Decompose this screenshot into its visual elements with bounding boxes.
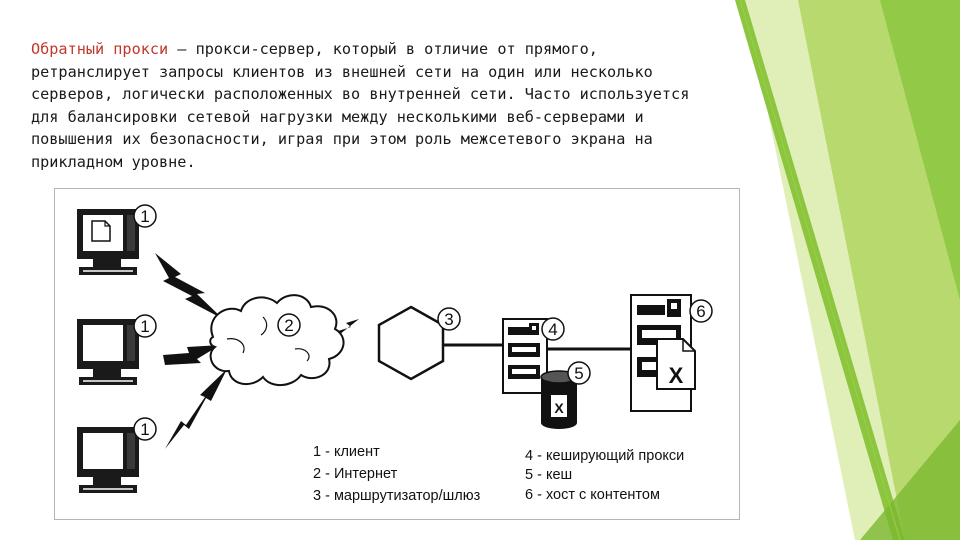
marker-client-mid: 1 (133, 314, 157, 338)
legend-left: 1 - клиент 2 - Интернет 3 - маршрутизато… (313, 444, 481, 504)
paragraph-line-5: повышения их безопасности, играя при это… (31, 130, 653, 149)
content-host-server: X (630, 294, 696, 412)
legend-item-4: 4 - кеширующий прокси (525, 448, 684, 464)
legend-item-6: 6 - хост с контентом (525, 487, 660, 503)
document-icon (91, 220, 111, 242)
svg-text:2: 2 (284, 316, 293, 335)
network-lines (443, 343, 631, 351)
internet-cloud (209, 294, 345, 386)
marker-content-host: 6 (689, 299, 713, 323)
cache-cylinder: X (540, 370, 578, 429)
marker-client-top: 1 (133, 204, 157, 228)
marker-cache: 5 (567, 361, 591, 385)
legend-item-2: 2 - Интернет (313, 466, 398, 482)
svg-text:4: 4 (548, 320, 557, 339)
marker-caching-proxy: 4 (541, 317, 565, 341)
client-top (76, 208, 140, 276)
svg-text:6: 6 (696, 302, 705, 321)
paragraph-line-2: ретранслирует запросы клиентов из внешне… (31, 62, 653, 81)
marker-internet: 2 (277, 313, 301, 337)
svg-text:1: 1 (140, 317, 149, 336)
svg-text:5: 5 (574, 364, 583, 383)
legend-right: 4 - кеширующий прокси 5 - кеш 6 - хост с… (525, 448, 684, 503)
router-hexagon (377, 305, 445, 381)
marker-router: 3 (437, 307, 461, 331)
paragraph-line-6: прикладном уровне. (31, 152, 196, 171)
host-glyph: X (669, 363, 684, 388)
diagram-canvas: X X 1 1 1 (76, 204, 713, 504)
svg-text:1: 1 (140, 207, 149, 226)
paragraph-line-1: — прокси-сервер, который в отличие от пр… (168, 40, 598, 58)
paragraph-line-4: для балансировки сетевой нагрузки между … (31, 107, 644, 126)
term-reverse-proxy: Обратный прокси (31, 40, 169, 58)
marker-client-bottom: 1 (133, 417, 157, 441)
legend-item-3: 3 - маршрутизатор/шлюз (313, 488, 481, 504)
svg-text:1: 1 (140, 420, 149, 439)
paragraph-line-3: серверов, логически расположенных во вну… (31, 85, 690, 104)
client-bottom (76, 426, 140, 494)
client-mid (76, 318, 140, 386)
caching-proxy-server (502, 318, 548, 394)
svg-text:3: 3 (444, 310, 453, 329)
legend-item-5: 5 - кеш (525, 467, 572, 483)
definition-paragraph: Обратный прокси — прокси-сервер, который… (31, 38, 731, 174)
legend-item-1: 1 - клиент (313, 444, 380, 460)
cache-glyph: X (554, 400, 564, 416)
reverse-proxy-diagram: X X 1 1 1 (54, 188, 740, 520)
